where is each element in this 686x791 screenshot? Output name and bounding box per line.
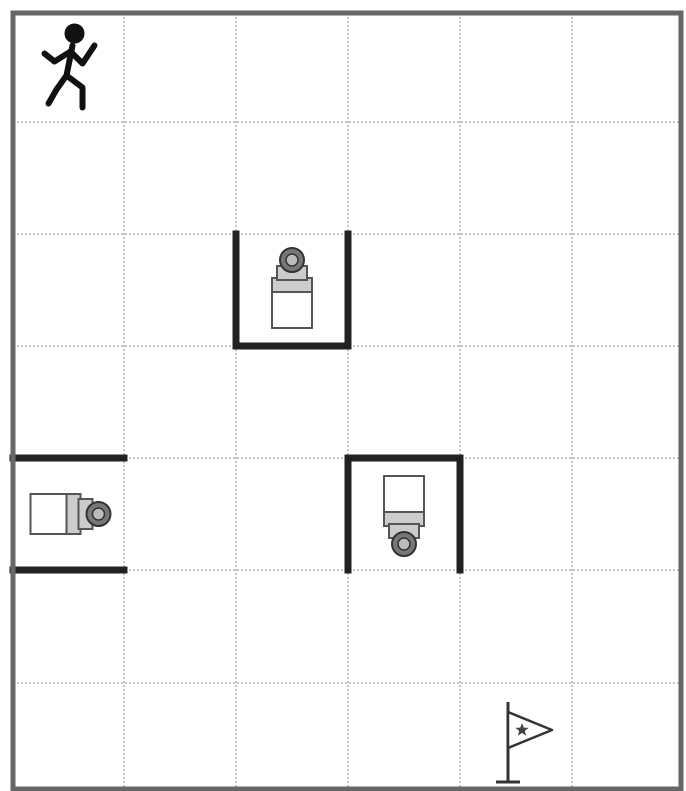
board-background: [0, 0, 686, 791]
game-board: [0, 0, 686, 791]
